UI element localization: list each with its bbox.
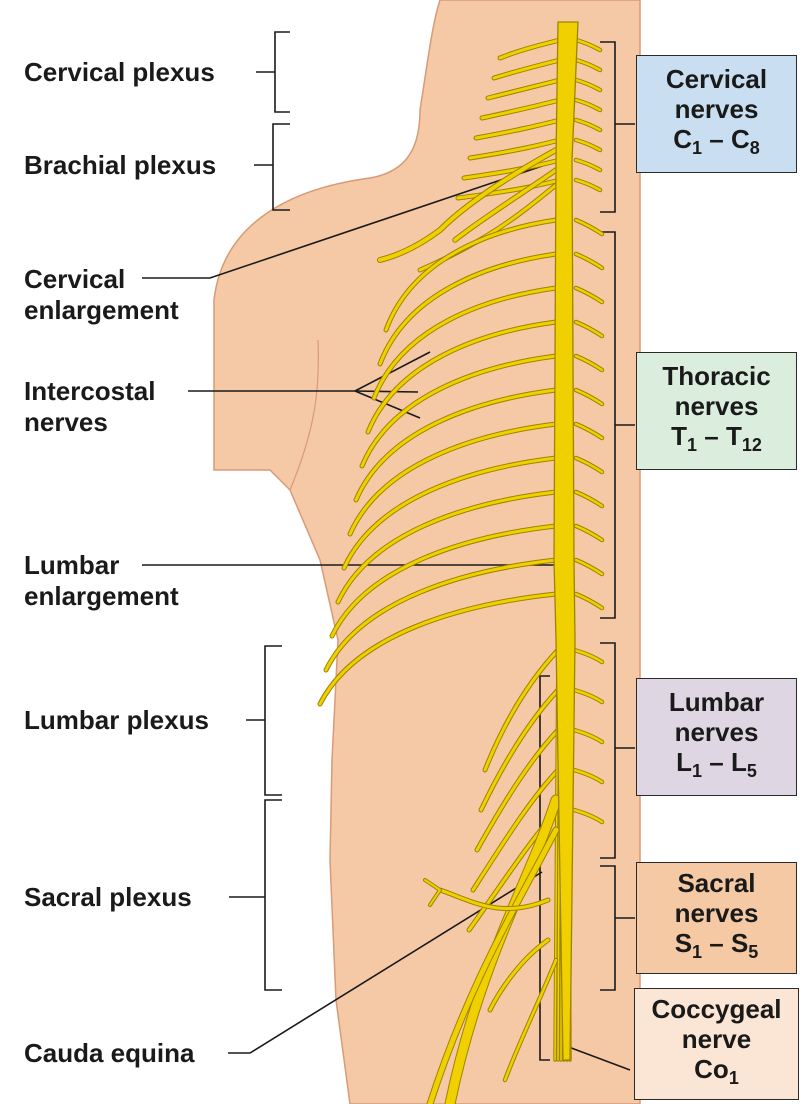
box-cervical-line1: Cervical (666, 64, 767, 94)
box-sacral-nerves: Sacral nerves S1 – S5 (636, 862, 797, 974)
box-cervical-line2: nerves (675, 94, 759, 124)
label-cauda-equina: Cauda equina (24, 1038, 194, 1069)
label-cervical-plexus: Cervical plexus (24, 57, 215, 88)
box-lumbar-line1: Lumbar (669, 687, 764, 717)
label-cervical-enlargement-line1: Cervical (24, 264, 179, 295)
box-sacral-line1: Sacral (677, 868, 755, 898)
label-intercostal-nerves-line2: nerves (24, 407, 156, 438)
box-lumbar-nerves: Lumbar nerves L1 – L5 (636, 678, 797, 796)
box-cervical-nerves: Cervical nerves C1 – C8 (636, 55, 797, 173)
box-coccygeal-line1: Coccygeal (651, 994, 781, 1024)
label-intercostal-nerves-line1: Intercostal (24, 376, 156, 407)
label-cervical-enlargement: Cervical enlargement (24, 264, 179, 326)
label-lumbar-enlargement-line1: Lumbar (24, 550, 179, 581)
box-cervical-line3: C1 – C8 (673, 124, 760, 163)
label-lumbar-enlargement: Lumbar enlargement (24, 550, 179, 612)
box-thoracic-line2: nerves (675, 391, 759, 421)
box-thoracic-line3: T1 – T12 (671, 421, 762, 460)
label-sacral-plexus: Sacral plexus (24, 882, 192, 913)
box-coccygeal-line3: Co1 (694, 1054, 739, 1093)
label-lumbar-plexus: Lumbar plexus (24, 705, 209, 736)
box-sacral-line2: nerves (675, 898, 759, 928)
box-thoracic-line1: Thoracic (662, 361, 770, 391)
label-cervical-enlargement-line2: enlargement (24, 295, 179, 326)
label-brachial-plexus: Brachial plexus (24, 150, 216, 181)
torso-silhouette (214, 0, 640, 1104)
box-lumbar-line3: L1 – L5 (676, 747, 757, 786)
box-lumbar-line2: nerves (675, 717, 759, 747)
label-lumbar-enlargement-line2: enlargement (24, 581, 179, 612)
left-brackets (265, 32, 290, 990)
box-sacral-line3: S1 – S5 (675, 928, 759, 967)
label-intercostal-nerves: Intercostal nerves (24, 376, 156, 438)
box-thoracic-nerves: Thoracic nerves T1 – T12 (636, 352, 797, 470)
box-coccygeal-line2: nerve (682, 1024, 751, 1054)
box-coccygeal-nerve: Coccygeal nerve Co1 (634, 988, 799, 1100)
